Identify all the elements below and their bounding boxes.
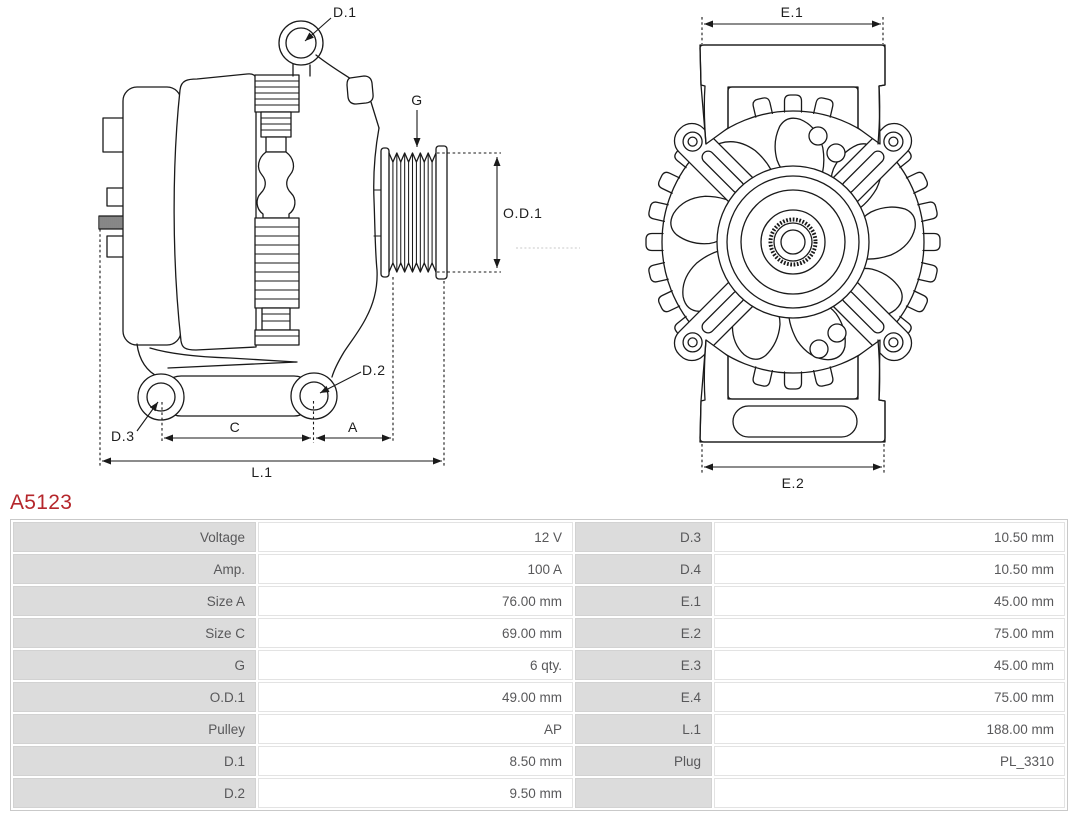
spec-value: 45.00 mm <box>714 586 1065 616</box>
spec-label: L.1 <box>575 714 712 744</box>
front-housing <box>174 74 256 350</box>
spec-row: D.29.50 mm <box>13 778 1065 808</box>
housing-hole <box>827 144 845 162</box>
spec-row: Size C69.00 mmE.275.00 mm <box>13 618 1065 648</box>
rear-tab <box>103 118 125 152</box>
spec-label: E.2 <box>575 618 712 648</box>
dim-label-od1: O.D.1 <box>503 205 543 221</box>
shaft-neck <box>266 137 286 152</box>
dim-label-g: G <box>411 92 423 108</box>
body-bottom-line <box>150 348 296 362</box>
pulley-flange-right <box>436 146 447 279</box>
spec-label: D.3 <box>575 522 712 552</box>
dim-label-c: C <box>230 419 241 435</box>
spec-row: D.18.50 mmPlugPL_3310 <box>13 746 1065 776</box>
spec-value: 75.00 mm <box>714 618 1065 648</box>
shaft-neck <box>262 308 290 330</box>
dim-label-l1: L.1 <box>251 464 272 480</box>
housing-hole <box>809 127 827 145</box>
spec-value: 76.00 mm <box>258 586 573 616</box>
mount-hole-d3 <box>147 383 175 411</box>
spec-label: Voltage <box>13 522 256 552</box>
part-number: A5123 <box>10 491 1080 514</box>
mount-hole-d1 <box>286 28 316 58</box>
bracket-curve <box>316 55 351 79</box>
rear-endcap <box>123 87 181 345</box>
spec-value: 69.00 mm <box>258 618 573 648</box>
front-view: E.1 E.2 <box>646 4 940 490</box>
spec-label: D.1 <box>13 746 256 776</box>
spec-label <box>575 778 712 808</box>
spec-label: E.3 <box>575 650 712 680</box>
spec-label: E.1 <box>575 586 712 616</box>
spec-table: Voltage12 VD.310.50 mmAmp.100 AD.410.50 … <box>10 519 1068 811</box>
spec-value: 12 V <box>258 522 573 552</box>
bracket-edge <box>371 102 379 128</box>
spec-value: 75.00 mm <box>714 682 1065 712</box>
spec-value <box>714 778 1065 808</box>
front-profile <box>332 128 379 377</box>
spec-row: G6 qty.E.345.00 mm <box>13 650 1065 680</box>
dim-label-d1: D.1 <box>333 4 357 20</box>
spec-value: 49.00 mm <box>258 682 573 712</box>
spec-value: 9.50 mm <box>258 778 573 808</box>
pulley-flange-left <box>381 148 389 277</box>
rear-tab <box>107 236 125 257</box>
dim-label-d2: D.2 <box>362 362 386 378</box>
spec-value: PL_3310 <box>714 746 1065 776</box>
spec-row: PulleyAPL.1188.00 mm <box>13 714 1065 744</box>
dim-label-e1: E.1 <box>781 4 804 20</box>
dim-label-a: A <box>348 419 358 435</box>
stator-base <box>255 330 299 345</box>
spec-row: O.D.149.00 mmE.475.00 mm <box>13 682 1065 712</box>
spec-label: Size A <box>13 586 256 616</box>
spec-label: D.4 <box>575 554 712 584</box>
spec-row: Voltage12 VD.310.50 mm <box>13 522 1065 552</box>
housing-hole <box>810 340 828 358</box>
spec-label: Amp. <box>13 554 256 584</box>
side-view: O.D.1 D.1 G D.2 D.3 C A L.1 <box>99 4 580 480</box>
spec-label: Size C <box>13 618 256 648</box>
mount-wedge-line <box>168 362 297 368</box>
spec-label: D.2 <box>13 778 256 808</box>
technical-drawing-area: O.D.1 D.1 G D.2 D.3 C A L.1 <box>0 0 1080 490</box>
spec-value: 10.50 mm <box>714 554 1065 584</box>
spec-value: 45.00 mm <box>714 650 1065 680</box>
spec-value: 10.50 mm <box>714 522 1065 552</box>
spec-value: 6 qty. <box>258 650 573 680</box>
spec-label: Pulley <box>13 714 256 744</box>
pulley-grooves <box>389 153 436 272</box>
spec-label: Plug <box>575 746 712 776</box>
dim-label-e2: E.2 <box>782 475 805 490</box>
spec-value: 188.00 mm <box>714 714 1065 744</box>
spec-label: E.4 <box>575 682 712 712</box>
spec-row: Size A76.00 mmE.145.00 mm <box>13 586 1065 616</box>
spec-label: O.D.1 <box>13 682 256 712</box>
shaft-center-hole <box>781 230 805 254</box>
spec-label: G <box>13 650 256 680</box>
mount-hole-d2 <box>300 382 328 410</box>
spec-table-body: Voltage12 VD.310.50 mmAmp.100 AD.410.50 … <box>13 522 1065 808</box>
spec-row: Amp.100 AD.410.50 mm <box>13 554 1065 584</box>
bracket-hook <box>347 76 373 104</box>
alternator-technical-drawing: O.D.1 D.1 G D.2 D.3 C A L.1 <box>0 0 1080 490</box>
spec-value: 100 A <box>258 554 573 584</box>
spec-value: 8.50 mm <box>258 746 573 776</box>
dim-label-d3: D.3 <box>111 428 135 444</box>
housing-hole <box>828 324 846 342</box>
spec-value: AP <box>258 714 573 744</box>
rear-tab <box>107 188 125 206</box>
shaft-profile <box>257 152 295 218</box>
